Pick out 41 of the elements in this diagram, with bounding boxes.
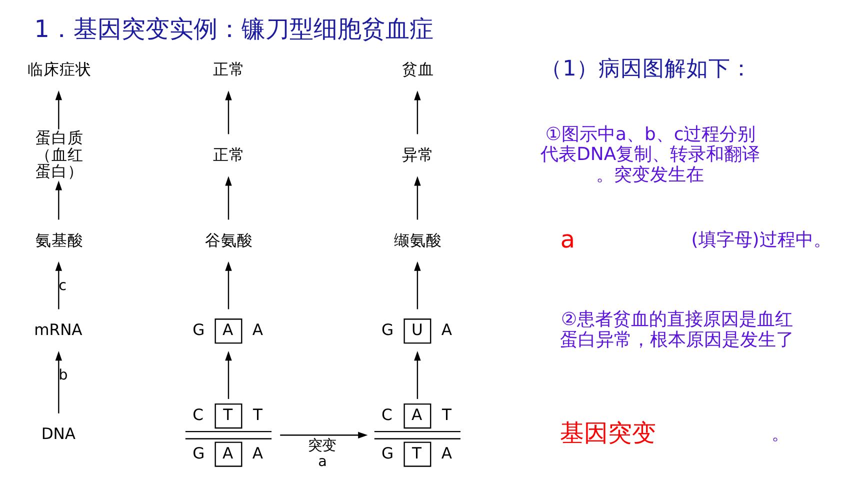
node-label: A (252, 321, 264, 340)
node-label: G (382, 321, 394, 340)
arrow (414, 261, 421, 310)
arrow (225, 176, 232, 220)
diagram-title: 1．基因突变实例：镰刀型细胞贫血症 (34, 14, 434, 43)
arrow (414, 351, 421, 399)
edge-label: b (58, 368, 68, 384)
arrow (225, 351, 232, 399)
arrow (55, 351, 62, 414)
node-box: A (214, 318, 242, 344)
arrow (414, 176, 421, 220)
node-text: mRNA (34, 321, 82, 340)
node-text: 异常 (402, 146, 434, 164)
node-label: G (192, 321, 205, 340)
node-text: 氨基酸 (35, 231, 84, 250)
node-text: 正常 (212, 60, 245, 78)
arrow (55, 90, 62, 130)
label: （1）病因图解如下： (540, 56, 752, 82)
edge-label: c (58, 278, 67, 294)
arrow (225, 261, 232, 310)
arrow (55, 180, 62, 220)
node-text: 正常 (212, 146, 245, 164)
node-text: 蛋白质（血红蛋白） (35, 129, 84, 181)
label: 基因突变 (560, 419, 656, 448)
node-text: 贫血 (402, 60, 434, 78)
label: ①图示中a、b、c过程分别代表DNA复制、转录和翻译。突变发生在 (540, 124, 760, 186)
edge-label: 突变 a (308, 438, 336, 470)
arrow (225, 90, 232, 134)
node-text: DNA (41, 425, 76, 444)
node-box: U (404, 318, 432, 344)
label: (填字母)过程中。 (691, 230, 832, 251)
arrow (414, 90, 421, 134)
node-label: A (441, 321, 452, 340)
node-text: 缬氨酸 (394, 231, 442, 250)
label: 。 (771, 423, 790, 444)
node-text: 临床症状 (28, 60, 92, 78)
label: a (560, 225, 576, 254)
arrow (55, 261, 62, 310)
label: ②患者贫血的直接原因是血红蛋白异常，根本原因是发生了 (560, 309, 794, 350)
node-text: 谷氨酸 (205, 231, 254, 250)
arrow (280, 432, 368, 438)
